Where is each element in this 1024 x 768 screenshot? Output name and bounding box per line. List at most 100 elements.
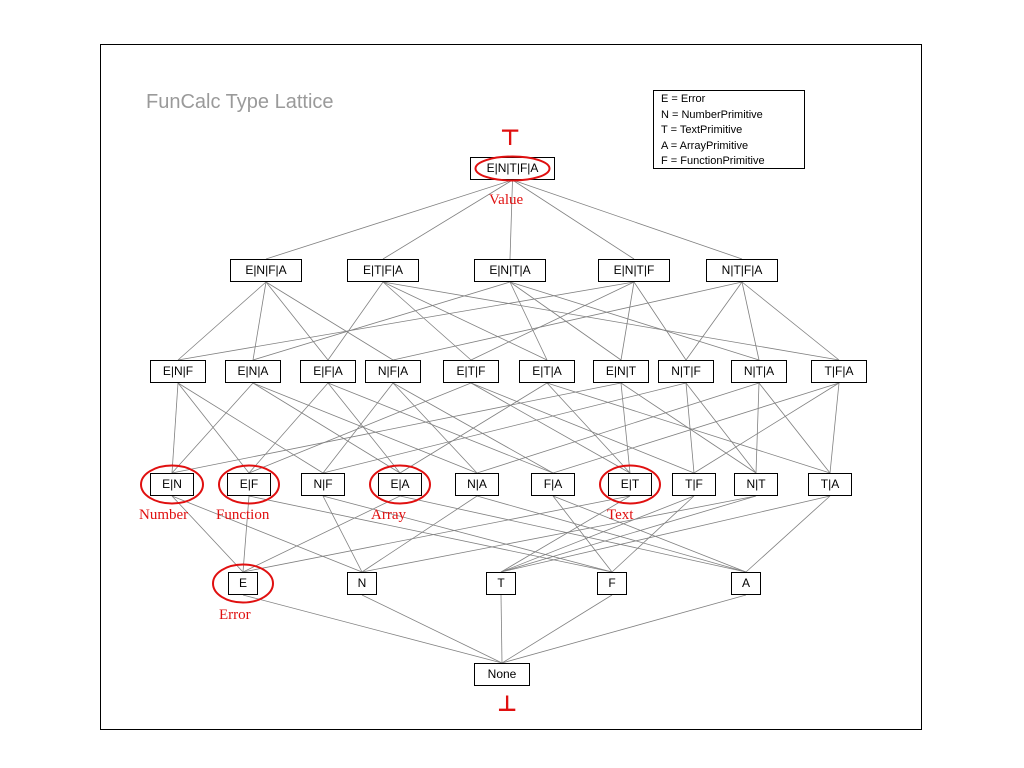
edge-NFA-NA bbox=[392, 382, 478, 474]
edge-ENTA-ENT bbox=[509, 281, 622, 361]
node-nt: N|T bbox=[734, 473, 778, 496]
node-en: E|N bbox=[150, 473, 194, 496]
edge-ENTFA-NTFA bbox=[512, 179, 743, 260]
legend-box: E = Error N = NumberPrimitive T = TextPr… bbox=[653, 90, 805, 169]
edge-ENTF-ENF bbox=[177, 281, 635, 361]
edge-ETA-EA bbox=[399, 382, 548, 474]
edge-NTF-TF bbox=[685, 382, 695, 474]
node-et: E|T bbox=[608, 473, 652, 496]
edge-ENTFA-ENTA bbox=[509, 179, 513, 260]
edge-ENF-EN bbox=[171, 382, 179, 474]
edge-NTA-NA bbox=[476, 382, 760, 474]
edge-ENTF-ETF bbox=[470, 281, 635, 361]
edge-NTFA-NTA bbox=[741, 281, 760, 361]
edge-ETFA-ETF bbox=[382, 281, 472, 361]
diagram-title: FunCalc Type Lattice bbox=[146, 91, 334, 113]
edge-ET-T bbox=[500, 495, 631, 573]
edge-ENF-EF bbox=[177, 382, 250, 474]
legend-entry-function: F = FunctionPrimitive bbox=[661, 155, 765, 167]
edge-FA-F bbox=[552, 495, 613, 573]
edge-NT-N bbox=[361, 495, 757, 573]
edge-EN-N bbox=[171, 495, 363, 573]
node-ta: T|A bbox=[808, 473, 852, 496]
edge-EFA-EA bbox=[327, 382, 401, 474]
edge-NA-A bbox=[476, 495, 747, 573]
edge-TFA-TF bbox=[693, 382, 840, 474]
node-etf: E|T|F bbox=[443, 360, 499, 383]
node-t: T bbox=[486, 572, 516, 595]
edge-A-None bbox=[501, 594, 747, 664]
edge-T-None bbox=[500, 594, 503, 664]
edge-ENFA-EFA bbox=[265, 281, 329, 361]
bottom-element-symbol: ⊥ bbox=[497, 692, 518, 717]
legend-entry-array: A = ArrayPrimitive bbox=[661, 139, 749, 152]
edge-ENFA-NFA bbox=[265, 281, 394, 361]
edge-ETF-EF bbox=[248, 382, 472, 474]
edge-EA-E bbox=[242, 495, 401, 573]
node-fa: F|A bbox=[531, 473, 575, 496]
edge-ENA-EN bbox=[171, 382, 254, 474]
edge-NTF-NT bbox=[685, 382, 757, 474]
diagram-frame bbox=[100, 44, 922, 730]
edge-ENT-EN bbox=[171, 382, 622, 474]
edge-NTA-TA bbox=[758, 382, 831, 474]
edge-ENT-NT bbox=[620, 382, 757, 474]
edge-EF-E bbox=[242, 495, 250, 573]
node-ntf: N|T|F bbox=[658, 360, 714, 383]
node-nta: N|T|A bbox=[731, 360, 787, 383]
node-e: E bbox=[228, 572, 258, 595]
edge-EN-E bbox=[171, 495, 244, 573]
node-ea: E|A bbox=[378, 473, 422, 496]
edge-ENTFA-ETFA bbox=[382, 179, 513, 260]
edge-NTF-NF bbox=[322, 382, 687, 474]
highlight-label-function: Function bbox=[216, 507, 270, 523]
edge-ENF-NF bbox=[177, 382, 324, 474]
highlight-label-text: Text bbox=[607, 507, 634, 523]
node-tfa: T|F|A bbox=[811, 360, 867, 383]
node-etfa: E|T|F|A bbox=[347, 259, 419, 282]
edge-ETFA-TFA bbox=[382, 281, 840, 361]
edge-NFA-NF bbox=[322, 382, 394, 474]
edge-TA-A bbox=[745, 495, 831, 573]
node-enfa: E|N|F|A bbox=[230, 259, 302, 282]
node-n: N bbox=[347, 572, 377, 595]
edge-ETF-TF bbox=[470, 382, 695, 474]
legend-entry-text: T = TextPrimitive bbox=[661, 124, 743, 136]
node-ena: E|N|A bbox=[225, 360, 281, 383]
node-none: None bbox=[474, 663, 530, 686]
edge-ENTA-ENA bbox=[252, 281, 511, 361]
edge-NTFA-NFA bbox=[392, 281, 743, 361]
edge-EF-F bbox=[248, 495, 613, 573]
edge-ETA-ET bbox=[546, 382, 631, 474]
edge-ETF-ET bbox=[470, 382, 631, 474]
node-enta: E|N|T|A bbox=[474, 259, 546, 282]
node-ntfa: N|T|F|A bbox=[706, 259, 778, 282]
edge-ET-E bbox=[242, 495, 631, 573]
edge-TFA-TA bbox=[829, 382, 840, 474]
edge-ENFA-ENF bbox=[177, 281, 267, 361]
highlight-label-value: Value bbox=[489, 192, 524, 208]
edge-EFA-FA bbox=[327, 382, 554, 474]
edge-ENA-EA bbox=[252, 382, 401, 474]
edge-FA-A bbox=[552, 495, 747, 573]
edge-EFA-EF bbox=[248, 382, 329, 474]
edge-TF-F bbox=[611, 495, 695, 573]
top-element-symbol: ⊤ bbox=[500, 126, 521, 151]
edge-NF-N bbox=[322, 495, 363, 573]
legend-entry-error: E = Error bbox=[661, 93, 706, 105]
edge-NF-F bbox=[322, 495, 613, 573]
edge-ENTA-ETA bbox=[509, 281, 548, 361]
edge-ENTFA-ENFA bbox=[265, 179, 513, 260]
node-na: N|A bbox=[455, 473, 499, 496]
edge-NT-T bbox=[500, 495, 757, 573]
edge-NA-N bbox=[361, 495, 478, 573]
node-eta: E|T|A bbox=[519, 360, 575, 383]
node-ef: E|F bbox=[227, 473, 271, 496]
node-tf: T|F bbox=[672, 473, 716, 496]
node-entfa: E|N|T|F|A bbox=[470, 157, 555, 180]
edge-ENFA-ENA bbox=[252, 281, 267, 361]
edge-N-None bbox=[361, 594, 503, 664]
legend-entry-number: N = NumberPrimitive bbox=[661, 108, 763, 121]
